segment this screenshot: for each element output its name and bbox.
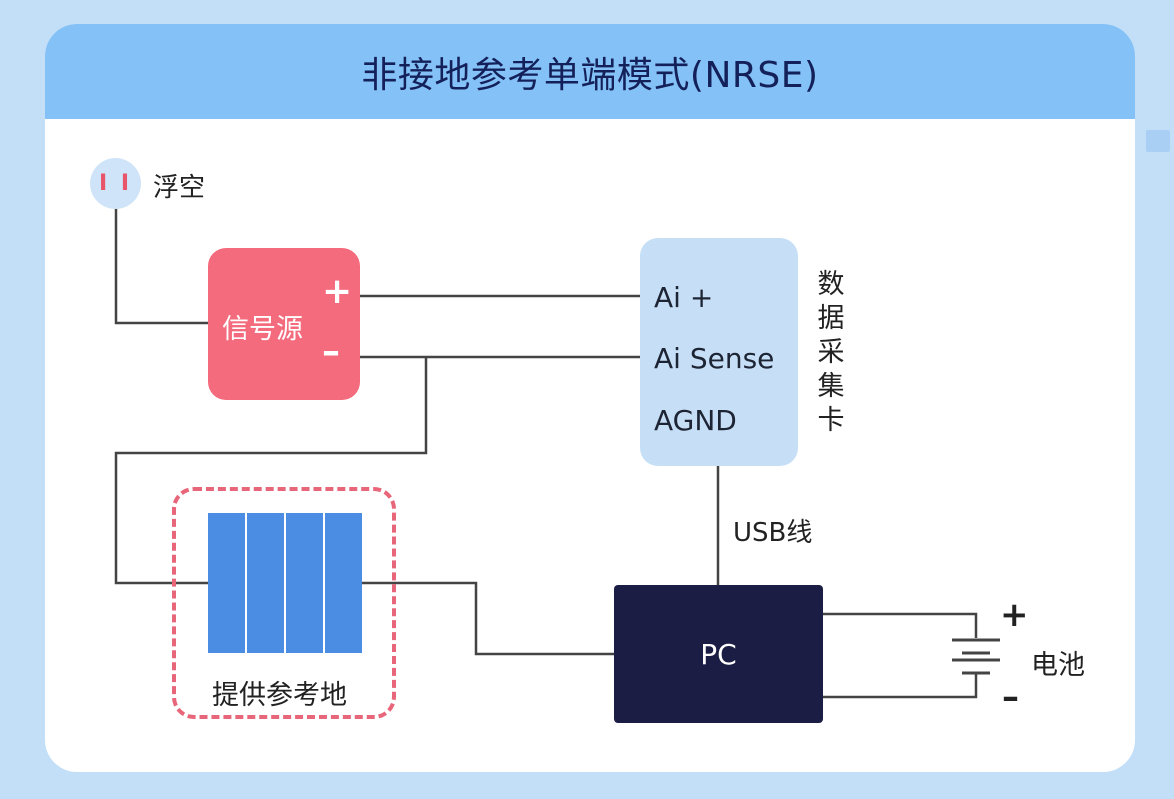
reference-strip-1	[208, 513, 245, 653]
pc-box: PC	[614, 585, 823, 723]
signal-minus: –	[322, 331, 340, 372]
wire-battery-bottom	[823, 673, 978, 699]
floating-label: 浮空	[153, 173, 206, 203]
reference-strip-4	[325, 513, 362, 653]
daq-box	[640, 238, 798, 466]
diagram-title: 非接地参考单端模式(NRSE)	[361, 54, 819, 96]
pc-label: PC	[700, 637, 737, 671]
side-tab	[1146, 130, 1170, 152]
reference-label: 提供参考地	[212, 680, 347, 711]
signal-source-label: 信号源	[222, 314, 303, 345]
battery-label: 电池	[1031, 650, 1085, 681]
daq-port-ai-sense: Ai Sense	[654, 342, 775, 375]
signal-source-box	[208, 248, 360, 400]
wire-ref-left	[114, 357, 428, 585]
wire-float	[114, 208, 208, 325]
battery-plus: +	[1000, 595, 1029, 635]
reference-strip-2	[247, 513, 284, 653]
floating-icon: I I	[90, 158, 141, 209]
reference-ground-frame	[172, 487, 396, 719]
wire-ref-pc	[360, 581, 614, 656]
signal-plus: +	[322, 271, 353, 312]
battery-minus: –	[1002, 677, 1019, 717]
daq-title: 数据采集卡	[817, 269, 845, 436]
header-bar: 非接地参考单端模式(NRSE)	[45, 24, 1135, 119]
daq-port-ai-plus: Ai +	[654, 281, 714, 314]
reference-strip-3	[286, 513, 323, 653]
daq-port-agnd: AGND	[654, 404, 737, 437]
wire-battery-top	[823, 612, 978, 638]
usb-label: USB线	[733, 518, 813, 548]
